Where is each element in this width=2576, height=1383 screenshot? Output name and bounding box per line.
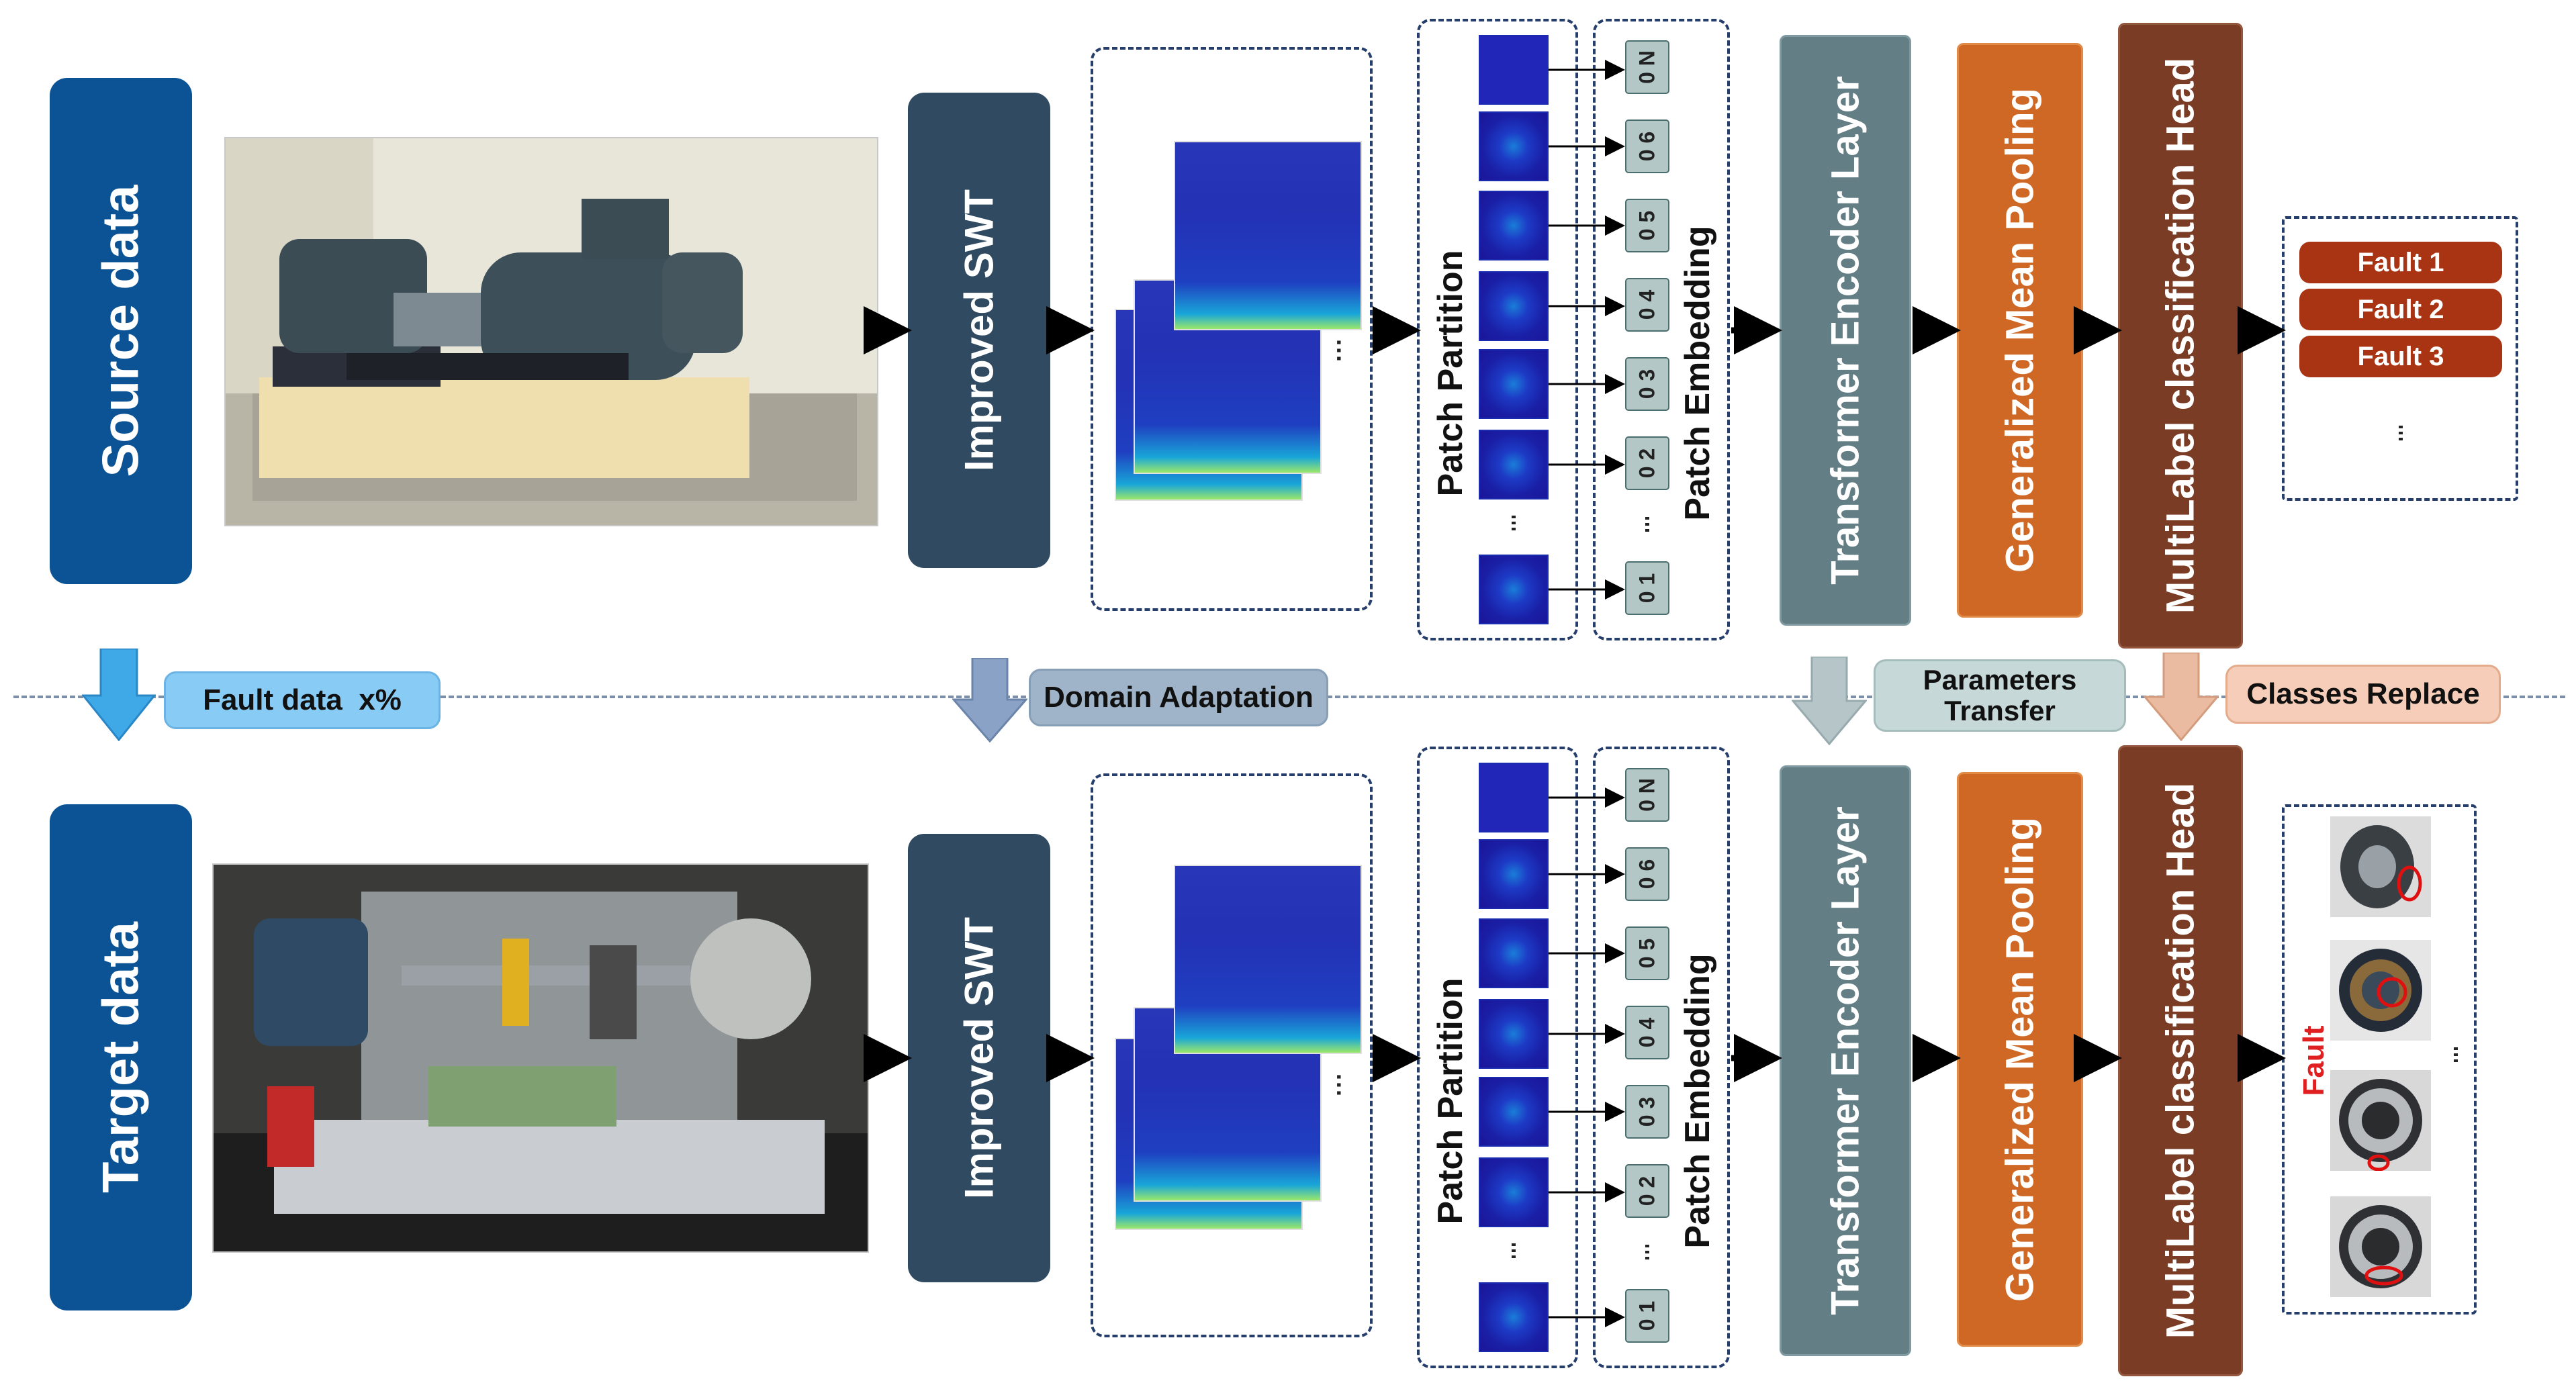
bearing-icon xyxy=(2330,1196,2431,1297)
target-pooling-block xyxy=(1957,772,2083,1347)
bearing-icon xyxy=(2330,1070,2431,1172)
source-position-box: 0 N xyxy=(1625,40,1669,94)
target-position-box: 0 2 xyxy=(1625,1164,1669,1218)
source-output-panel xyxy=(2282,216,2518,501)
down-arrow-icon xyxy=(1790,655,1868,746)
target-transformer-block xyxy=(1780,765,1911,1356)
classes-replace-arrow xyxy=(2142,651,2220,742)
source-patch xyxy=(1479,111,1549,181)
fault-data-pill: Fault data x% xyxy=(164,671,441,729)
target-position-box: 0 1 xyxy=(1625,1289,1669,1343)
source-position-box: 0 4 xyxy=(1625,278,1669,332)
bearing-image xyxy=(2330,1070,2431,1172)
classes-replace-pill: Classes Replace xyxy=(2225,665,2501,724)
source-position-box: 0 2 xyxy=(1625,436,1669,490)
patch-connector xyxy=(1549,60,1625,600)
target-position-ellipsis xyxy=(1645,1245,1649,1262)
patch-connector xyxy=(1549,788,1625,1327)
target-position-box: 0 6 xyxy=(1625,847,1669,901)
target-patch xyxy=(1479,918,1549,988)
target-spectrogram-front xyxy=(1174,865,1362,1054)
target-patch xyxy=(1479,1077,1549,1147)
down-arrow-icon xyxy=(81,647,157,742)
source-position-box: 0 5 xyxy=(1625,199,1669,252)
target-patch xyxy=(1479,1282,1549,1352)
target-position-box: 0 N xyxy=(1625,768,1669,822)
domain-adaptation-pill: Domain Adaptation xyxy=(1029,669,1328,726)
source-spectrogram-front xyxy=(1174,141,1362,330)
down-arrow-icon xyxy=(951,657,1029,743)
parameters-transfer-pill: Parameters Transfer xyxy=(1874,659,2126,732)
target-position-box: 0 5 xyxy=(1625,926,1669,980)
fault-2-label: Fault 2 xyxy=(2299,289,2502,330)
source-patch xyxy=(1479,430,1549,499)
target-patch xyxy=(1479,763,1549,832)
bearing-icon xyxy=(2330,940,2431,1041)
source-transformer-block xyxy=(1780,35,1911,626)
fault-1-label: Fault 1 xyxy=(2299,242,2502,283)
target-output-ellipsis xyxy=(2454,1047,2458,1065)
photo-rotor-test-rig xyxy=(226,138,877,525)
source-position-box: 0 6 xyxy=(1625,120,1669,173)
source-position-box: 0 3 xyxy=(1625,357,1669,411)
target-patch-ellipsis xyxy=(1512,1243,1516,1261)
source-patch xyxy=(1479,349,1549,419)
target-position-box: 0 4 xyxy=(1625,1006,1669,1059)
source-patch xyxy=(1479,271,1549,341)
source-data-block xyxy=(50,78,192,584)
source-patch-ellipsis xyxy=(1512,516,1516,533)
target-position-box: 0 3 xyxy=(1625,1085,1669,1139)
bearing-image xyxy=(2330,816,2431,917)
target-data-block xyxy=(50,804,192,1310)
source-patch xyxy=(1479,555,1549,624)
source-output-ellipsis xyxy=(2399,426,2403,443)
fault-3-label: Fault 3 xyxy=(2299,336,2502,377)
bearing-image xyxy=(2330,1196,2431,1297)
bearing-icon xyxy=(2330,816,2431,917)
target-swt-block xyxy=(908,834,1050,1282)
source-position-box: 0 1 xyxy=(1625,561,1669,615)
photo-bearing-test-rig xyxy=(214,865,868,1251)
fault-data-arrow xyxy=(81,647,157,742)
bearing-image xyxy=(2330,940,2431,1041)
source-patch xyxy=(1479,191,1549,260)
source-rig-photo xyxy=(224,137,878,526)
target-patch xyxy=(1479,1157,1549,1227)
target-patch xyxy=(1479,839,1549,909)
down-arrow-icon xyxy=(2142,651,2220,742)
target-rig-photo xyxy=(212,863,869,1253)
source-swt-block xyxy=(908,93,1050,568)
source-position-ellipsis xyxy=(1645,517,1649,534)
target-patch xyxy=(1479,999,1549,1069)
source-patch-embedding-panel xyxy=(1593,19,1730,640)
parameters-transfer-arrow xyxy=(1790,655,1868,746)
target-patch-embedding-panel xyxy=(1593,747,1730,1368)
source-patch xyxy=(1479,35,1549,105)
domain-adaptation-arrow xyxy=(951,657,1029,743)
